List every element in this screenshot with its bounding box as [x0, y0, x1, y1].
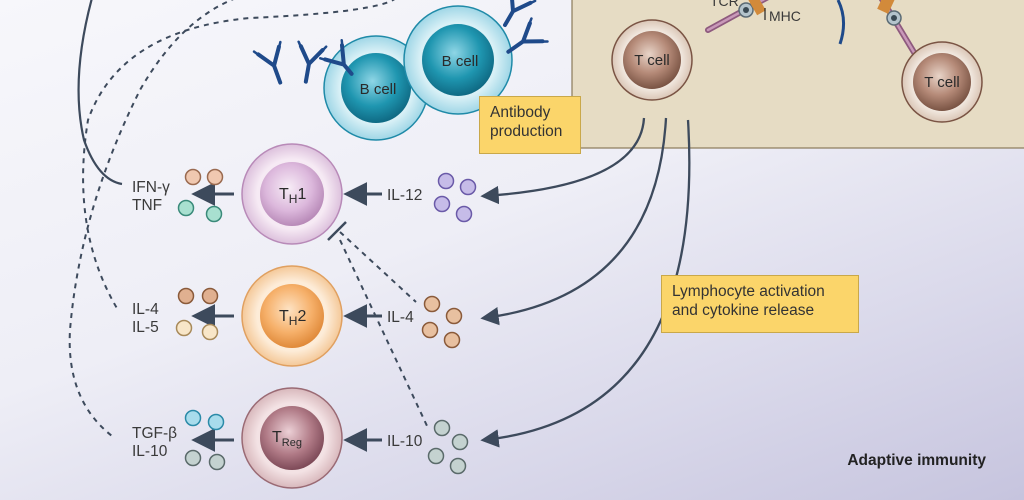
- antibody-box-line2: production: [490, 123, 563, 140]
- bcell-right: B cell: [403, 5, 513, 115]
- th1-cell: TH1: [241, 143, 343, 245]
- feedback-lines: [68, 0, 395, 437]
- bcell-left-label: B cell: [360, 81, 397, 98]
- antibody-icon: [252, 40, 283, 85]
- il4-output-label: IL-4: [132, 301, 159, 318]
- bcell-left: B cell: [323, 35, 429, 141]
- solid-feedback-line: [77, 0, 123, 186]
- th2-label: TH2: [279, 308, 306, 328]
- inhibition-bar: [327, 221, 347, 241]
- il10-input-label: IL-10: [387, 433, 423, 450]
- antibody-production-box: Antibody production: [479, 96, 581, 154]
- il4-dots: [421, 295, 463, 349]
- lymph-box-line2: and cytokine release: [672, 302, 815, 319]
- tcell-right-label: T cell: [924, 74, 960, 91]
- antibody-icon: [506, 17, 549, 54]
- tcr-label: TCR: [710, 0, 739, 9]
- ifn-gamma-label: IFN-γ: [132, 179, 170, 196]
- treg-label: TReg: [272, 429, 302, 449]
- th1-label: TH1: [279, 186, 306, 206]
- mhc-label: MHC: [769, 8, 801, 24]
- inhibition-lines: [339, 231, 429, 429]
- row-arrows: [191, 182, 382, 452]
- tcell-left-label: T cell: [634, 52, 670, 69]
- antibody-icon: [319, 39, 354, 76]
- antibody-icon: [297, 40, 328, 84]
- il12-label: IL-12: [387, 187, 422, 204]
- ifn-tnf-dots: [177, 168, 224, 223]
- antibody-box-line1: Antibody: [490, 104, 551, 121]
- tgf-il10-dots: [184, 409, 226, 471]
- lymph-box-line1: Lymphocyte activation: [672, 283, 825, 300]
- tcr-mhc-complex-right: [836, 0, 918, 57]
- il4-il5-dots: [175, 287, 219, 341]
- tcell-left: T cell: [611, 19, 693, 101]
- tnf-label: TNF: [132, 197, 162, 214]
- il12-dots: [433, 172, 477, 223]
- lymphocyte-activation-box: Lymphocyte activation and cytokine relea…: [661, 275, 859, 333]
- bcell-right-label: B cell: [442, 53, 479, 70]
- adaptive-immunity-label: Adaptive immunity: [847, 452, 986, 469]
- tcell-right: T cell: [901, 41, 983, 123]
- tgf-beta-label: TGF-β: [132, 425, 177, 442]
- il10-output-label: IL-10: [132, 443, 168, 460]
- antibody-icon: [503, 0, 537, 28]
- antibodies: [252, 0, 549, 85]
- treg-cell: TReg: [241, 387, 343, 489]
- il5-label: IL-5: [132, 319, 159, 336]
- tcr-mhc-complex-left: [705, 0, 769, 33]
- il4-input-label: IL-4: [387, 309, 414, 326]
- il10-dots: [427, 419, 469, 475]
- tcell-arrows: [480, 117, 691, 448]
- th2-cell: TH2: [241, 265, 343, 367]
